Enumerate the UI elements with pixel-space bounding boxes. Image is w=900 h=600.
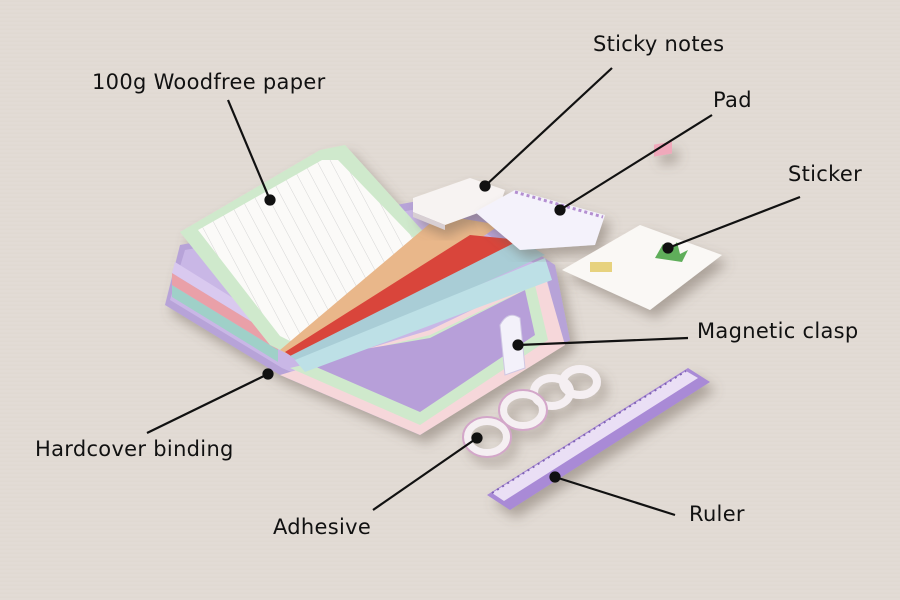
callout-sticky-notes: Sticky notes	[593, 32, 725, 56]
callout-paper: 100g Woodfree paper	[92, 70, 326, 94]
notebook	[165, 145, 570, 435]
sticker-sheet	[562, 141, 722, 310]
callout-magnetic-clasp: Magnetic clasp	[697, 319, 859, 343]
pad	[475, 190, 605, 250]
tape-rolls	[463, 365, 601, 457]
callout-sticker: Sticker	[788, 162, 863, 186]
ruler	[487, 368, 710, 510]
callout-lines	[146, 67, 801, 517]
callout-adhesive: Adhesive	[273, 515, 372, 539]
callout-hardcover-binding: Hardcover binding	[35, 437, 234, 461]
callout-pad: Pad	[713, 88, 752, 112]
callout-ruler: Ruler	[689, 502, 745, 526]
